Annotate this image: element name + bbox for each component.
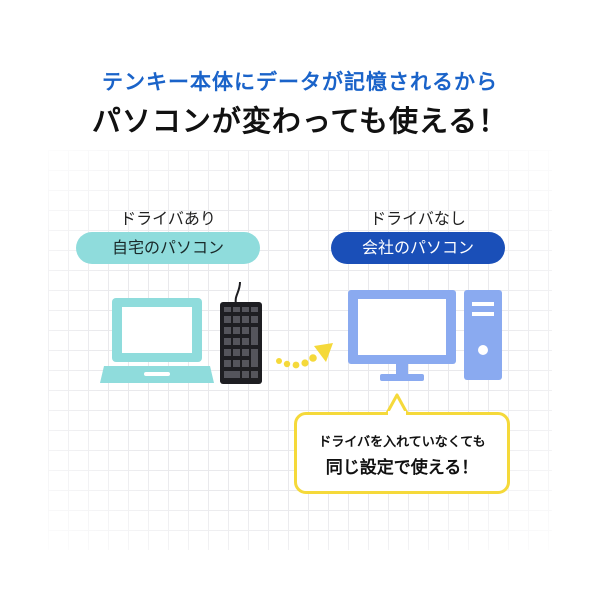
transfer-arrow-icon bbox=[276, 343, 333, 369]
bubble-line-1: ドライバを入れていなくても bbox=[318, 435, 486, 450]
left-caption: ドライバあり bbox=[120, 209, 216, 228]
speech-bubble: ドライバを入れていなくても 同じ設定で使える！ bbox=[294, 412, 510, 494]
bubble-line-2: 同じ設定で使える！ bbox=[325, 458, 479, 478]
right-caption: ドライバなし bbox=[370, 209, 466, 228]
bubble-tail bbox=[384, 393, 410, 416]
headline-title: パソコンが変わっても使える！ bbox=[91, 104, 509, 138]
numeric-keypad-icon bbox=[220, 281, 262, 384]
headline-subtitle: テンキー本体にデータが記憶されるから bbox=[102, 70, 498, 94]
laptop-icon bbox=[100, 298, 214, 383]
home-pc-pill: 自宅のパソコン bbox=[76, 232, 260, 264]
desktop-pc-icon bbox=[348, 290, 502, 381]
office-pc-pill: 会社のパソコン bbox=[331, 232, 505, 264]
